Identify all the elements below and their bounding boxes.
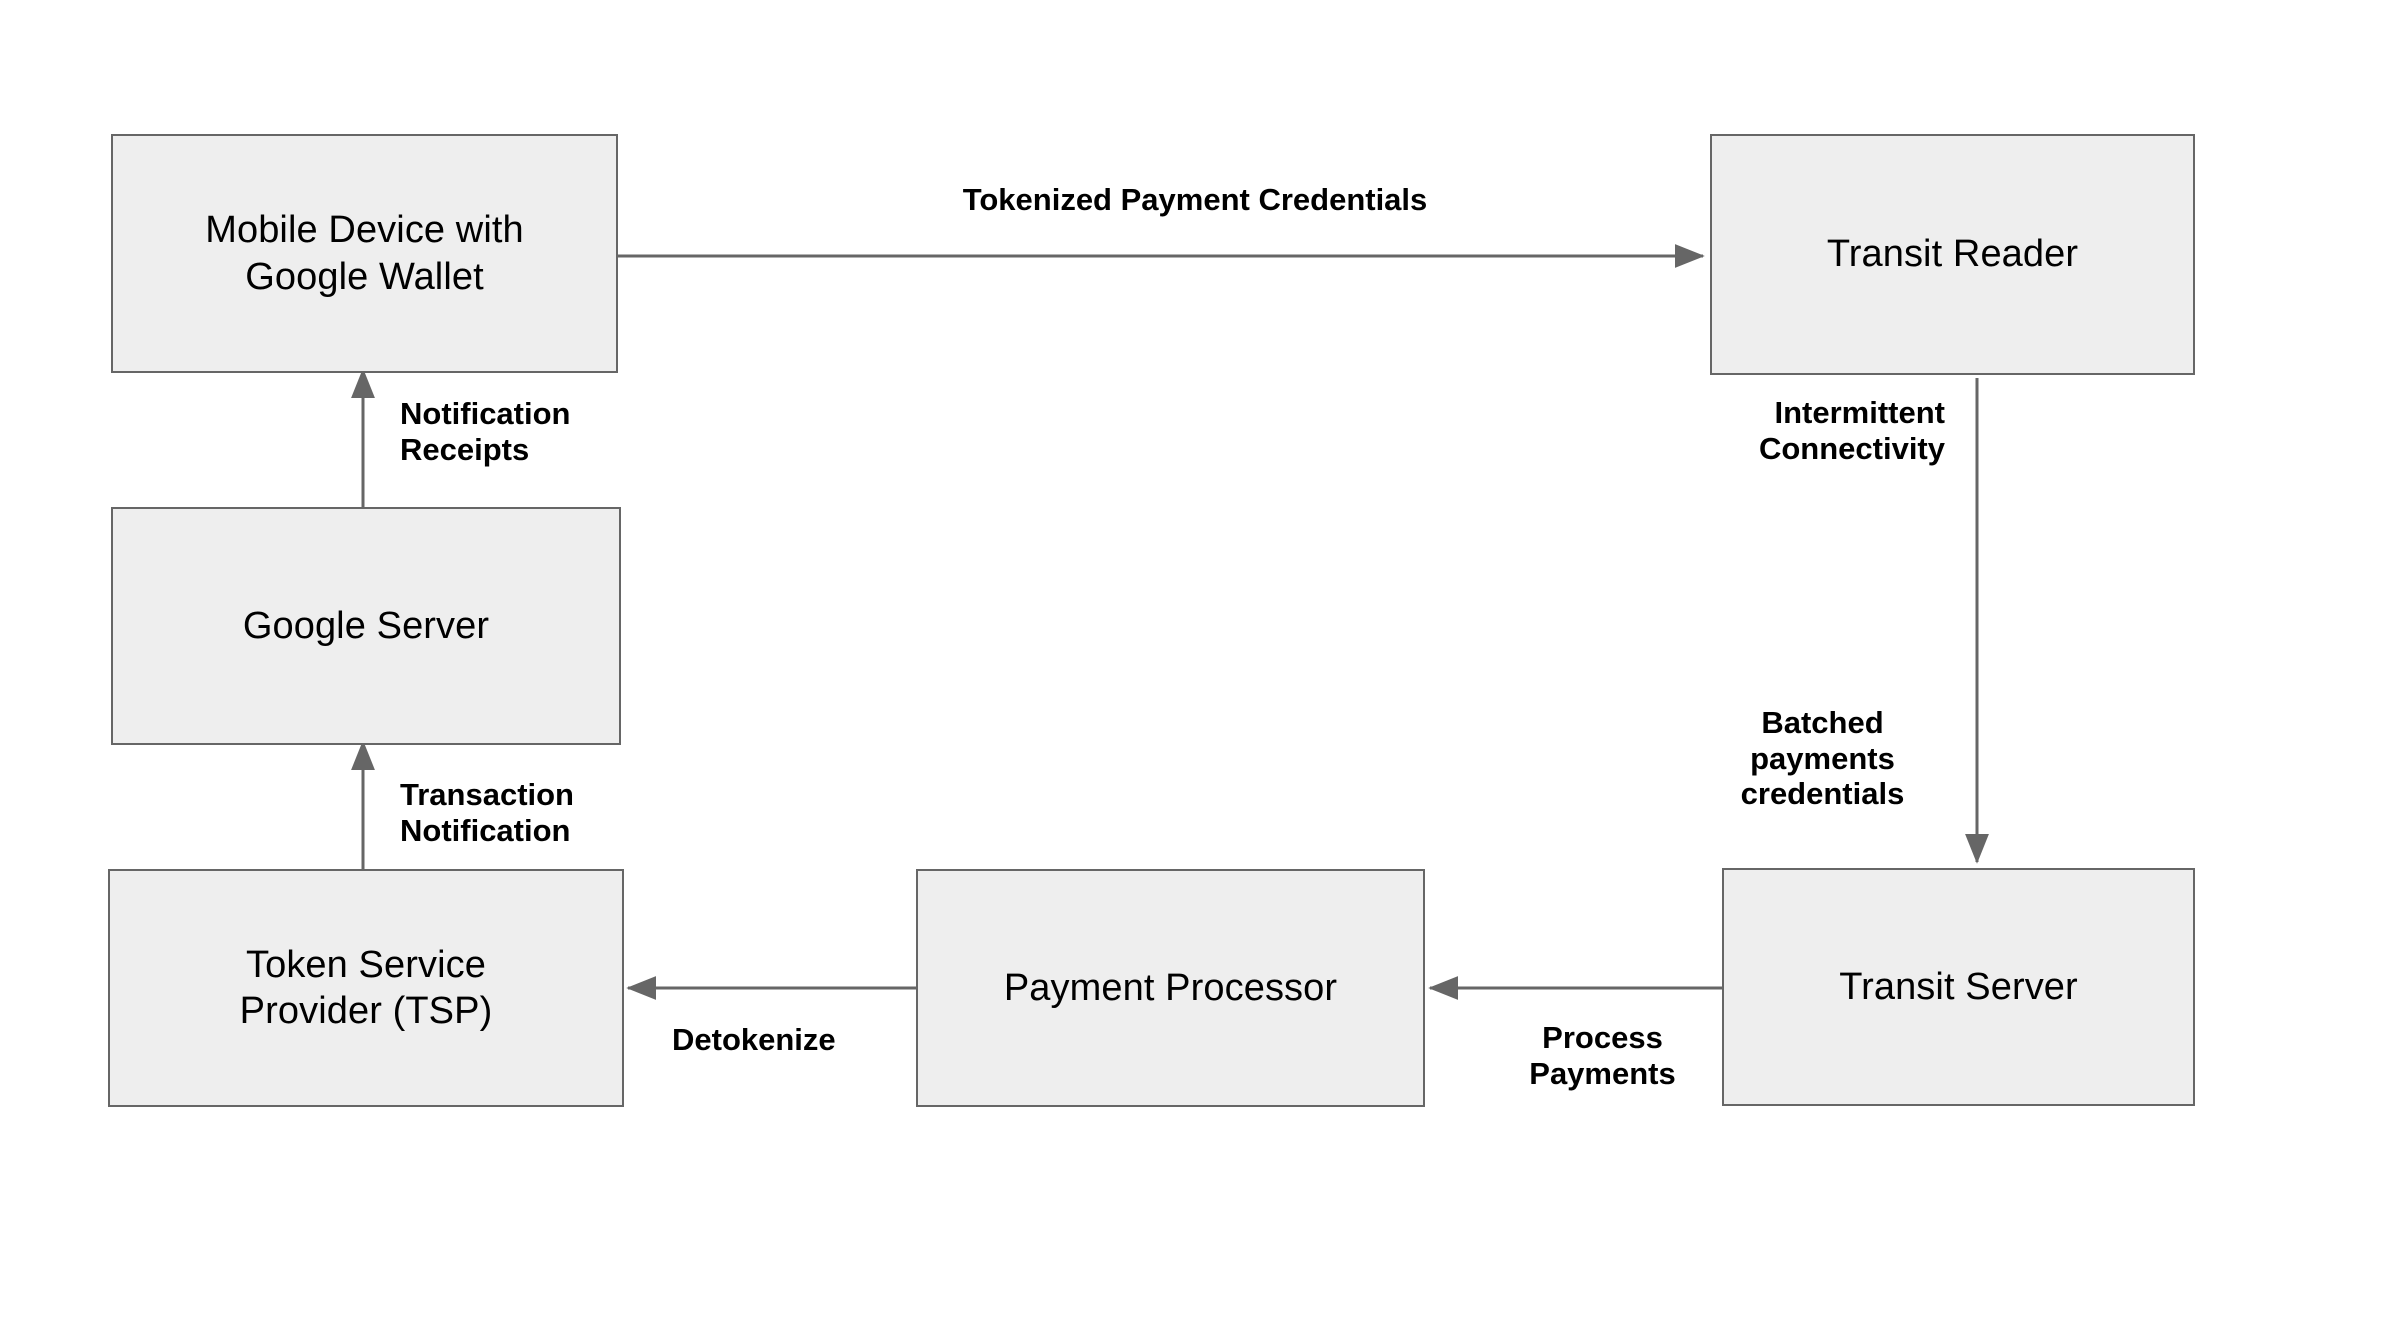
node-payment-processor-label: Payment Processor: [1003, 966, 1338, 1009]
node-google-server[interactable]: Google Server: [111, 507, 621, 745]
node-token-service-provider[interactable]: Token Service Provider (TSP): [108, 869, 624, 1107]
node-mobile-device-label: Mobile Device with Google Wallet: [205, 209, 524, 298]
edge-label-tokenized-payment-credentials: Tokenized Payment Credentials: [962, 182, 1428, 217]
node-transit-reader-label: Transit Reader: [1826, 233, 2079, 276]
node-transit-server[interactable]: Transit Server: [1722, 868, 2195, 1106]
node-transit-server-label: Transit Server: [1839, 965, 2078, 1008]
edge-label-notification-receipts: Notification Receipts: [400, 396, 571, 467]
edge-label-intermittent-connectivity: Intermittent Connectivity: [1758, 395, 1945, 466]
edge-label-detokenize: Detokenize: [672, 1022, 836, 1057]
edge-label-transaction-notification: Transaction Notification: [400, 777, 574, 848]
node-payment-processor[interactable]: Payment Processor: [916, 869, 1425, 1107]
edge-label-process-payments: Process Payments: [1529, 1020, 1676, 1091]
node-token-service-provider-label: Token Service Provider (TSP): [239, 943, 493, 1032]
edge-label-batched-payments-credentials: Batched payments credentials: [1740, 705, 1905, 812]
node-google-server-label: Google Server: [242, 604, 490, 647]
node-mobile-device[interactable]: Mobile Device with Google Wallet: [111, 134, 618, 373]
node-transit-reader[interactable]: Transit Reader: [1710, 134, 2195, 375]
